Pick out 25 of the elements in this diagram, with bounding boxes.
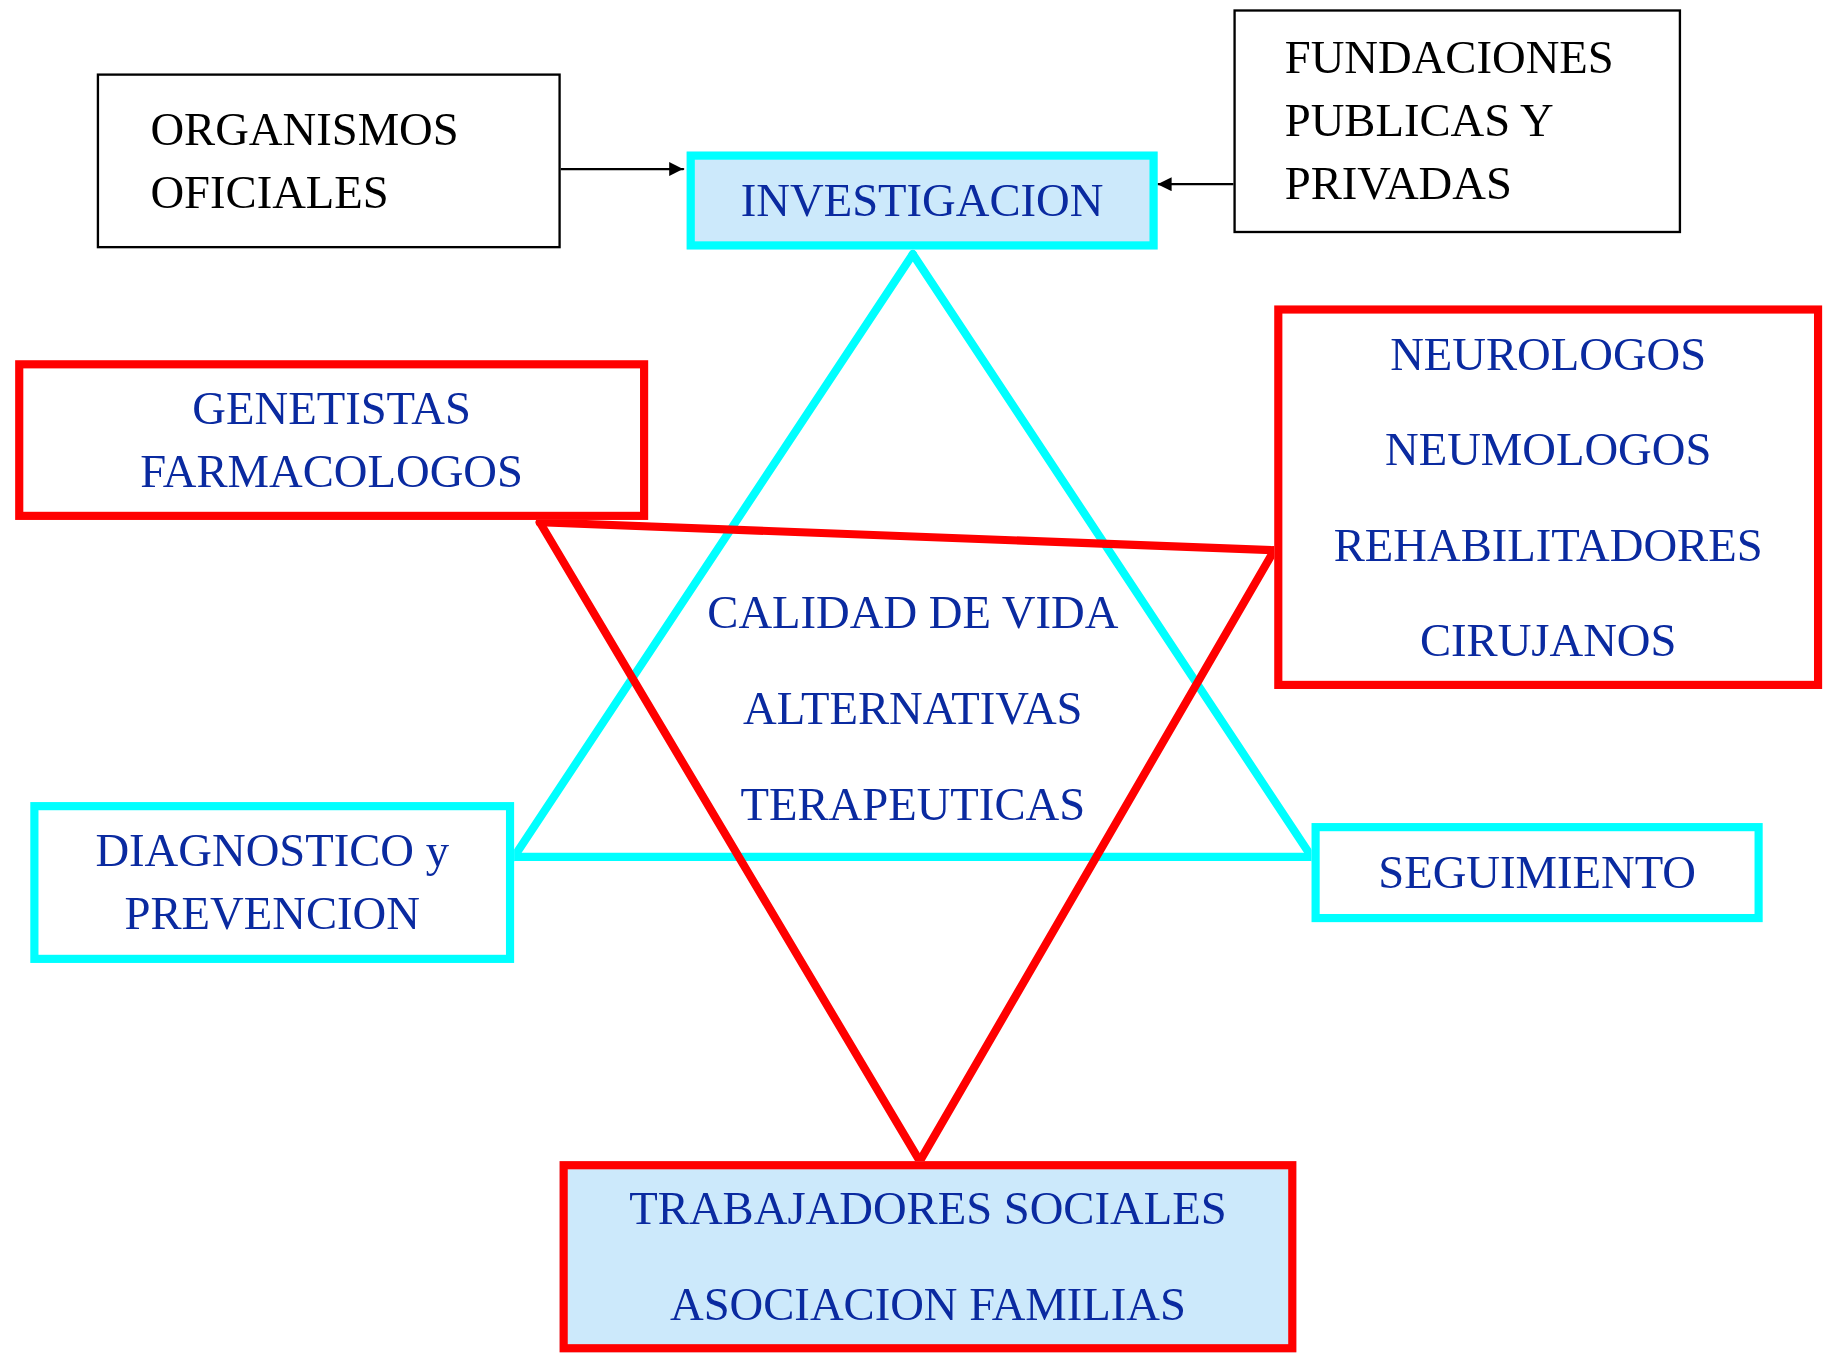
node-text: REHABILITADORES: [1333, 517, 1763, 573]
center-text: CALIDAD DE VIDA: [706, 585, 1120, 641]
node-text: INVESTIGACION: [740, 172, 1104, 229]
organization-box: [96, 73, 561, 249]
arrow: [1156, 177, 1235, 192]
specialist-box: [15, 360, 649, 520]
specialist-box: [1274, 305, 1823, 689]
node-text: GENETISTAS: [192, 380, 471, 437]
center-text: ALTERNATIVAS TERAPEUTICAS: [739, 681, 1087, 833]
node-text: FARMACOLOGOS: [140, 443, 523, 500]
arrow: [559, 162, 685, 177]
social-box: [559, 1161, 1297, 1353]
node-text: FUNDACIONES PUBLICAS Y PRIVADAS: [1284, 30, 1615, 212]
node-text: NEUMOLOGOS: [1384, 421, 1712, 478]
diagnosis-box: [30, 802, 515, 963]
follow-up-box: [1311, 823, 1763, 923]
node-text: ASOCIACION FAMILIAS: [669, 1276, 1186, 1333]
node-text: ORGANISMOS OFICIALES: [150, 101, 460, 220]
node-text: SEGUIMIENTO: [1378, 844, 1696, 901]
foundation-box: [1233, 9, 1682, 234]
node-text: DIAGNOSTICO y PREVENCION: [94, 823, 450, 942]
research-box: [686, 151, 1158, 250]
node-text: TRABAJADORES SOCIALES: [629, 1181, 1227, 1237]
node-text: CIRUJANOS: [1419, 612, 1677, 669]
node-text: NEUROLOGOS: [1390, 326, 1707, 382]
